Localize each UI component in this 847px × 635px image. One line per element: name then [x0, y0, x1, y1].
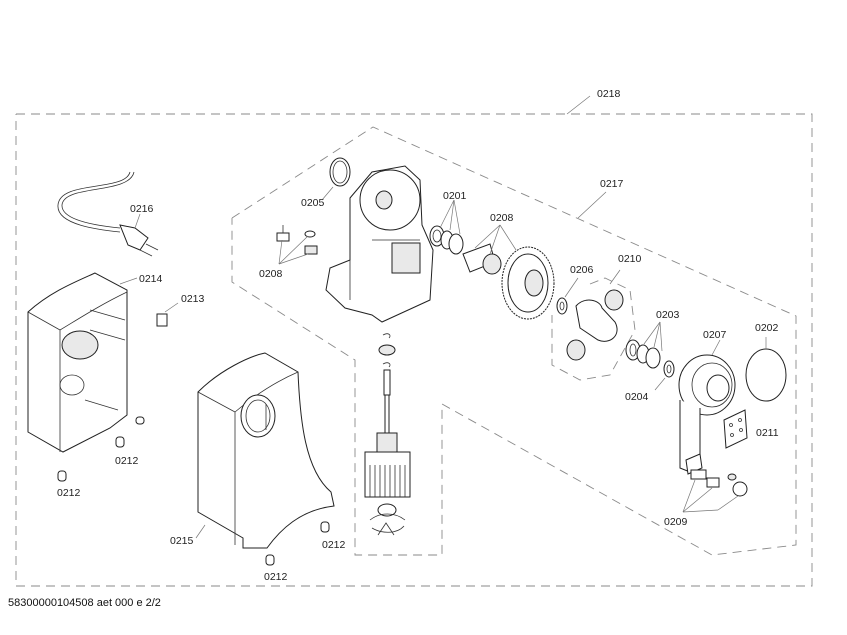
- part-0216[interactable]: 0216: [57, 171, 159, 257]
- part-label-0209[interactable]: 0209: [664, 516, 688, 528]
- gear-housing[interactable]: [325, 165, 434, 323]
- part-label-0203[interactable]: 0203: [656, 309, 680, 321]
- part-label-0215[interactable]: 0215: [170, 535, 194, 547]
- part-label-0205[interactable]: 0205: [301, 197, 325, 209]
- part-0214[interactable]: 0214: [27, 272, 163, 453]
- part-0205[interactable]: 0205: [301, 157, 351, 209]
- plug-icon: [119, 224, 149, 251]
- part-0208[interactable]: 0208: [462, 212, 555, 320]
- outer-assembly-boundary: [15, 113, 813, 587]
- document-id-footer: 58300000104508 aet 000 e 2/2: [8, 597, 161, 609]
- part-label-0212[interactable]: 0212: [264, 571, 288, 583]
- part-0213[interactable]: 0213: [156, 293, 205, 327]
- part-0202[interactable]: 0202: [745, 322, 787, 402]
- part-0212-4[interactable]: 0212: [320, 521, 346, 551]
- part-0212-1[interactable]: [135, 416, 145, 425]
- part-0209-right[interactable]: 0209: [664, 469, 748, 528]
- part-0211[interactable]: 0211: [723, 409, 779, 449]
- part-0212-2[interactable]: 0212: [115, 436, 139, 467]
- part-0209-left[interactable]: 0208: [259, 225, 318, 280]
- motor-armature[interactable]: [364, 333, 411, 536]
- part-label-0212[interactable]: 0212: [115, 455, 139, 467]
- group-0217: 0217: [231, 126, 797, 556]
- part-label-0216[interactable]: 0216: [130, 203, 154, 215]
- part-0201[interactable]: 0201: [429, 190, 467, 255]
- part-0207[interactable]: 0207: [678, 329, 736, 477]
- part-0212-5[interactable]: 0212: [264, 554, 288, 583]
- part-label-0202[interactable]: 0202: [755, 322, 779, 334]
- part-0215[interactable]: 0215: [170, 352, 335, 549]
- part-label-0212[interactable]: 0212: [57, 487, 81, 499]
- part-label-0210[interactable]: 0210: [618, 253, 642, 265]
- part-0210[interactable]: 0210: [551, 253, 642, 381]
- group-label-0217[interactable]: 0217: [600, 178, 624, 190]
- leader-line: [566, 95, 591, 115]
- part-label-0207[interactable]: 0207: [703, 329, 727, 341]
- part-label-0204[interactable]: 0204: [625, 391, 649, 403]
- part-label-0214[interactable]: 0214: [139, 273, 163, 285]
- group-label-0218[interactable]: 0218: [597, 88, 621, 100]
- part-0203[interactable]: 0203: [625, 309, 680, 369]
- group-0218: 0218: [15, 88, 813, 587]
- part-label-0208[interactable]: 0208: [490, 212, 514, 224]
- part-label-0206[interactable]: 0206: [570, 264, 594, 276]
- part-0204[interactable]: 0204: [625, 360, 675, 403]
- part-label-0212[interactable]: 0212: [322, 539, 346, 551]
- part-label-0209[interactable]: 0208: [259, 268, 283, 280]
- part-0212-3[interactable]: 0212: [57, 470, 81, 499]
- leader-line: [577, 191, 607, 219]
- part-label-0201[interactable]: 0201: [443, 190, 467, 202]
- part-0206[interactable]: 0206: [556, 264, 594, 315]
- part-label-0213[interactable]: 0213: [181, 293, 205, 305]
- part-label-0211[interactable]: 0211: [756, 427, 779, 439]
